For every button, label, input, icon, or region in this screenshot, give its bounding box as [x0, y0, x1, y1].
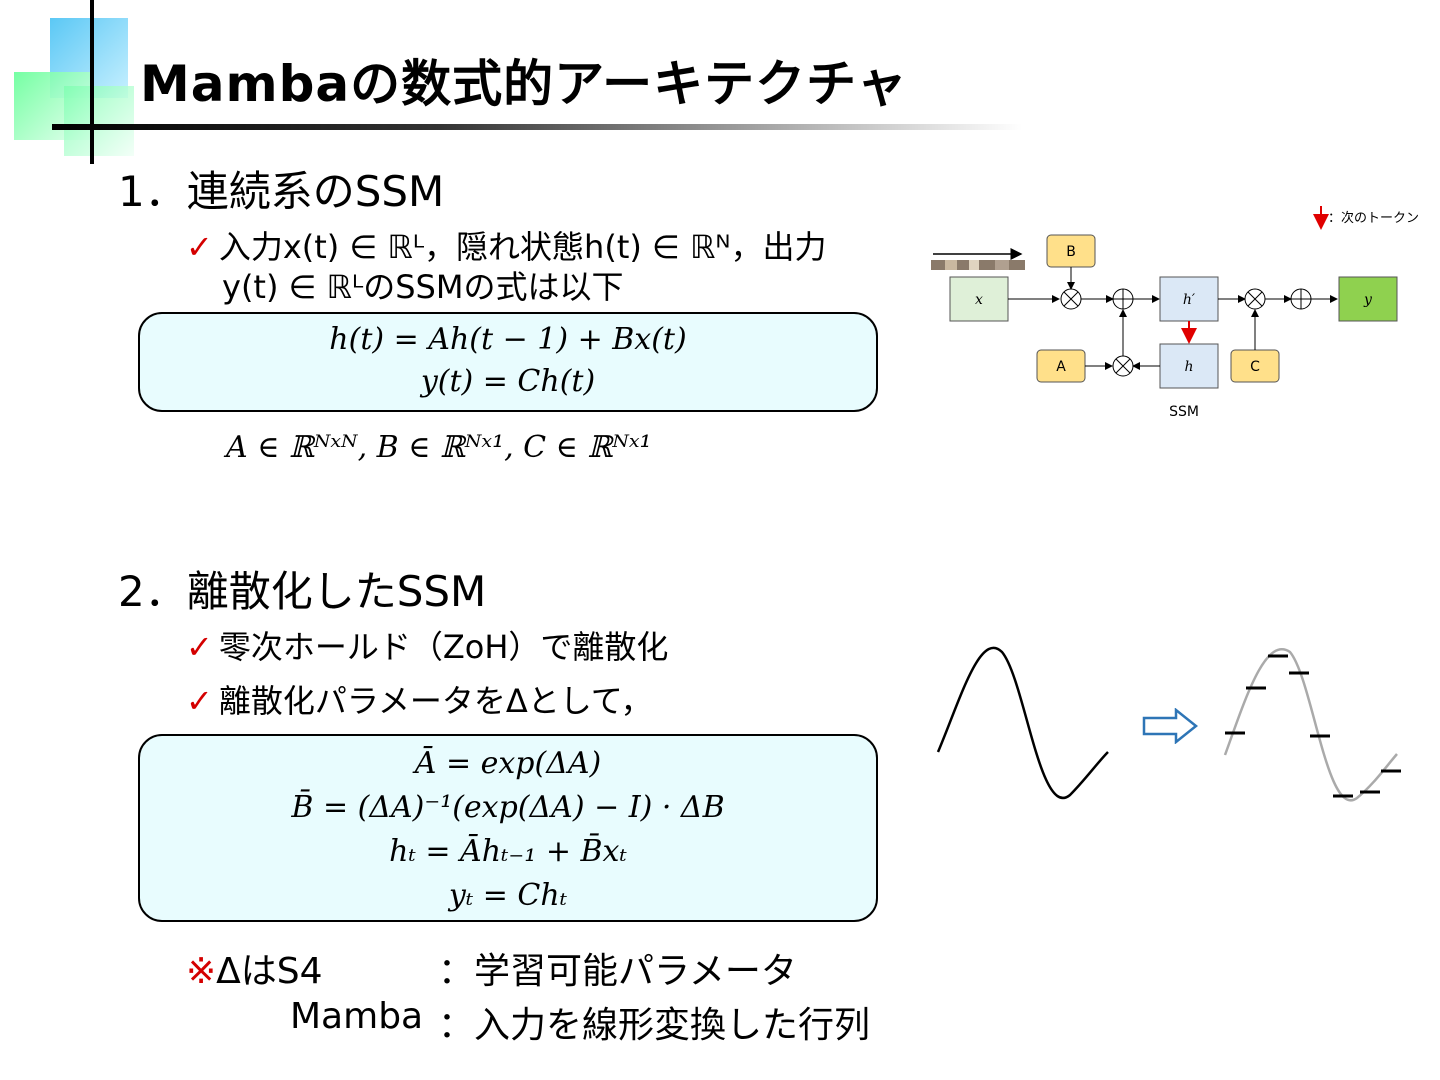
section2-heading: 2．離散化したSSM [118, 567, 487, 616]
check-mark-icon: ✓ [186, 628, 213, 666]
block-y-label: y [1363, 292, 1373, 308]
block-x-label: x [975, 292, 983, 308]
check-mark-icon: ✓ [186, 228, 213, 266]
block-h [1159, 343, 1219, 389]
note-line-1-left: ΔはS4 [216, 951, 323, 992]
check-mark-icon: ✓ [186, 682, 213, 720]
section2-bullet-2: ✓離散化パラメータをΔとして， [186, 676, 653, 722]
block-h-label: h [1184, 359, 1193, 375]
corner-square-green-2 [64, 86, 134, 156]
block-c-label: C [1250, 359, 1260, 375]
ssm-block-diagram: ：次のトークン x B h′ h A C y SSM [931, 206, 1419, 420]
matrix-dimensions: A ∈ ℝᴺˣᴺ, B ∈ ℝᴺˣ¹, C ∈ ℝᴺˣ¹ [226, 430, 652, 465]
note-line-2-left: Mamba [290, 996, 424, 1037]
section1-bullet: ✓入力x(t) ∈ ℝᴸ，隠れ状態h(t) ∈ ℝᴺ，出力 [186, 222, 827, 268]
diagram-legend: ：次のトークン [1328, 210, 1419, 226]
discretized-signal-illustration [1223, 648, 1401, 802]
title-underline [52, 124, 1022, 130]
slide-title: Mambaの数式的アーキテクチャ [140, 55, 908, 113]
block-b-label: B [1066, 244, 1076, 260]
equation-h-discrete: hₜ = Āhₜ₋₁ + B̄xₜ [389, 834, 627, 869]
section1-heading: 1．連続系のSSM [118, 167, 445, 216]
note-line-1: ※ΔはS4 [186, 942, 323, 994]
section1-bullet-line1: 入力x(t) ∈ ℝᴸ，隠れ状態h(t) ∈ ℝᴺ，出力 [218, 228, 827, 266]
equation-b-bar: B̄ = (ΔA)⁻¹(exp(ΔA) − I) · ΔB [291, 790, 725, 825]
equation-y-discrete: yₜ = Chₜ [448, 878, 568, 913]
section2-bullet-1: ✓零次ホールド（ZoH）で離散化 [186, 622, 668, 668]
block-hprime-label: h′ [1183, 292, 1196, 308]
block-a-label: A [1056, 359, 1066, 375]
diagram-caption: SSM [1169, 404, 1199, 420]
continuous-signal-illustration [936, 646, 1109, 800]
equation-output: y(t) = Ch(t) [420, 364, 596, 399]
section1-bullet-line2: y(t) ∈ ℝᴸのSSMの式は以下 [222, 268, 624, 306]
block-y [1338, 276, 1398, 322]
note-line-2-right: ：入力を線形変換した行列 [438, 1005, 871, 1046]
block-hprime [1159, 276, 1219, 322]
section2-bullet-2-text: 離散化パラメータをΔとして， [218, 682, 653, 720]
note-line-1-right: ：学習可能パラメータ [438, 951, 797, 992]
equation-state: h(t) = Ah(t − 1) + Bx(t) [329, 322, 687, 357]
equation-a-bar: Ā = exp(ΔA) [414, 746, 602, 781]
note-mark: ※ [186, 951, 217, 992]
section2-bullet-1-text: 零次ホールド（ZoH）で離散化 [218, 628, 669, 666]
block-x [949, 276, 1009, 322]
corner-vertical-line [90, 0, 94, 164]
right-arrow-icon [1142, 708, 1199, 744]
equation-box-continuous: h(t) = Ah(t − 1) + Bx(t) y(t) = Ch(t) [138, 312, 878, 412]
equation-box-discrete: Ā = exp(ΔA) B̄ = (ΔA)⁻¹(exp(ΔA) − I) · Δ… [138, 734, 878, 922]
